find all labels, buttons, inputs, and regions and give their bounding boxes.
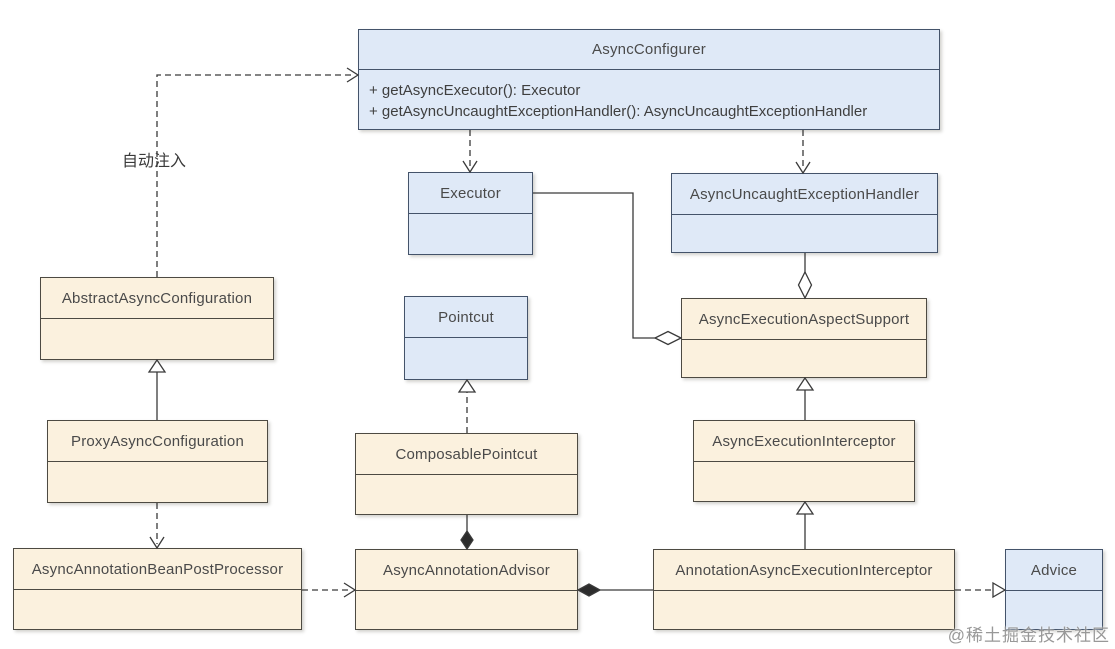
empty-compartment [682,340,926,377]
class-box-pointcut: Pointcut [404,296,528,380]
hollow-diamond [653,330,683,346]
watermark-text: @稀土掘金技术社区 [947,626,1110,645]
empty-compartment [654,591,954,629]
empty-compartment [14,590,301,629]
class-name: AsyncExecutionAspectSupport [682,299,926,340]
class-name: AsyncUncaughtExceptionHandler [672,174,937,215]
empty-compartment [672,215,937,252]
class-box-abstract-async-configuration: AbstractAsyncConfiguration [40,277,274,360]
method-get-async-executor: + getAsyncExecutor(): Executor [369,82,581,99]
class-name: Advice [1006,550,1102,591]
hollow-diamond [797,270,813,300]
auto-inject-label: 自动注入 [122,153,187,170]
open-arrowhead [149,536,165,550]
dependency-line-auto-inject [156,74,354,277]
class-name: Executor [409,173,532,214]
open-arrowhead [346,67,360,83]
hollow-triangle-arrowhead [795,376,815,391]
class-name: AsyncAnnotationAdvisor [356,550,577,591]
aggregation-line-aspectsupport-executor [533,192,656,339]
empty-compartment [48,462,267,502]
class-box-async-annotation-advisor: AsyncAnnotationAdvisor [355,549,578,630]
empty-compartment [356,475,577,514]
hollow-triangle-arrowhead [147,358,167,373]
class-box-annotation-async-execution-interceptor: AnnotationAsyncExecutionInterceptor [653,549,955,630]
filled-diamond [576,583,602,597]
open-arrowhead [343,582,357,598]
hollow-triangle-arrowhead [795,500,815,515]
empty-compartment [41,319,273,359]
class-name: AsyncConfigurer [359,30,939,70]
empty-compartment [409,214,532,254]
class-box-proxy-async-configuration: ProxyAsyncConfiguration [47,420,268,503]
class-box-executor: Executor [408,172,533,255]
class-box-async-execution-interceptor: AsyncExecutionInterceptor [693,420,915,502]
class-box-async-configurer: AsyncConfigurer + getAsyncExecutor(): Ex… [358,29,940,130]
filled-diamond [460,529,474,551]
class-methods: + getAsyncExecutor(): Executor + getAsyn… [359,70,939,129]
open-arrowhead [462,160,478,174]
open-arrowhead [795,161,811,175]
class-name: ComposablePointcut [356,434,577,475]
class-box-composable-pointcut: ComposablePointcut [355,433,578,515]
class-box-async-uncaught-exception-handler: AsyncUncaughtExceptionHandler [671,173,938,253]
empty-compartment [694,462,914,501]
class-name: AbstractAsyncConfiguration [41,278,273,319]
empty-compartment [405,338,527,379]
class-box-advice: Advice [1005,549,1103,630]
method-get-async-uncaught-exception-handler: + getAsyncUncaughtExceptionHandler(): As… [369,103,868,120]
class-name: AnnotationAsyncExecutionInterceptor [654,550,954,591]
hollow-triangle-arrowhead [992,581,1007,599]
class-name: Pointcut [405,297,527,338]
empty-compartment [356,591,577,629]
class-name: AsyncAnnotationBeanPostProcessor [14,549,301,590]
class-name: AsyncExecutionInterceptor [694,421,914,462]
class-name: ProxyAsyncConfiguration [48,421,267,462]
class-box-async-annotation-bean-post-processor: AsyncAnnotationBeanPostProcessor [13,548,302,630]
class-box-async-execution-aspect-support: AsyncExecutionAspectSupport [681,298,927,378]
hollow-triangle-arrowhead [457,378,477,393]
